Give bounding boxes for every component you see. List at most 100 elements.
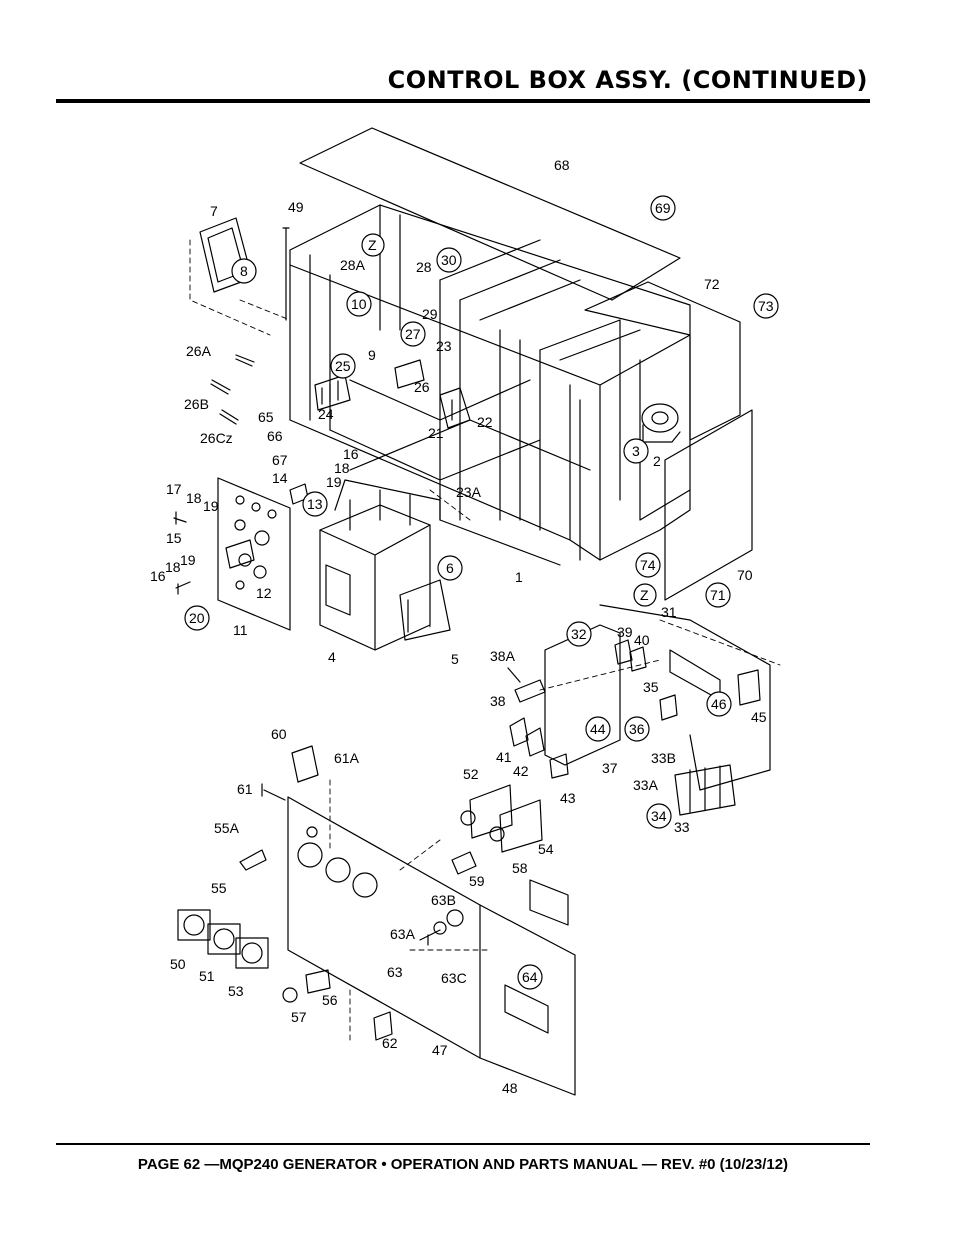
callout-16-left: 16 (150, 568, 166, 584)
panel-11 (217, 477, 291, 631)
svg-text:6: 6 (446, 560, 454, 576)
callout-40: 40 (634, 632, 650, 648)
terminal-block-24 (314, 374, 351, 411)
switch-40 (629, 646, 647, 672)
svg-text:15: 15 (166, 530, 182, 546)
callout-z: Z (361, 233, 385, 257)
bolt-16 (175, 581, 191, 595)
callout-3: 3 (623, 438, 649, 464)
svg-text:23: 23 (436, 338, 452, 354)
svg-text:17: 17 (166, 481, 182, 497)
svg-text:35: 35 (643, 679, 659, 695)
callout-33a: 33A (633, 777, 659, 793)
svg-text:44: 44 (590, 721, 606, 737)
page-title: CONTROL BOX ASSY. (CONTINUED) (387, 66, 868, 94)
plug-55 (239, 849, 267, 871)
callout-1: 1 (515, 569, 523, 585)
side-panel-70 (664, 409, 753, 601)
svg-text:64: 64 (522, 969, 538, 985)
terminal-block-26 (394, 359, 425, 389)
svg-text:45: 45 (751, 709, 767, 725)
svg-text:68: 68 (554, 157, 570, 173)
callout-26a: 26A (186, 343, 212, 359)
meter-51 (207, 923, 241, 955)
relay-21 (439, 387, 471, 429)
page-footer: PAGE 62 —MQP240 GENERATOR • OPERATION AN… (137, 1156, 789, 1173)
callout-19-top: 19 (326, 474, 342, 490)
callout-26b: 26B (184, 396, 209, 412)
svg-text:69: 69 (655, 200, 671, 216)
front-panel-47 (287, 796, 481, 1059)
svg-text:71: 71 (710, 587, 726, 603)
callout-49: 49 (288, 199, 304, 215)
svg-text:47: 47 (432, 1042, 448, 1058)
rod-49 (282, 227, 290, 321)
callout-8: 8 (231, 258, 257, 284)
bracket-5 (399, 579, 451, 641)
callout-33: 33 (674, 819, 690, 835)
washer-63b (433, 921, 447, 935)
svg-text:28A: 28A (340, 257, 366, 273)
switch-42 (525, 727, 545, 757)
callout-60: 60 (271, 726, 287, 742)
svg-text:50: 50 (170, 956, 186, 972)
svg-text:41: 41 (496, 749, 512, 765)
svg-text:33B: 33B (651, 750, 676, 766)
svg-text:7: 7 (210, 203, 218, 219)
pot-56 (305, 969, 331, 994)
svg-text:74: 74 (640, 557, 656, 573)
fuse-26b (210, 379, 231, 395)
callout-38: 38 (490, 693, 506, 709)
callout-53: 53 (228, 983, 244, 999)
bolt-17 (173, 511, 187, 525)
callout-7: 7 (210, 203, 218, 219)
svg-text:9: 9 (368, 347, 376, 363)
svg-text:65: 65 (258, 409, 274, 425)
svg-text:Z: Z (640, 587, 649, 603)
knob-60 (291, 745, 319, 783)
callout-25: 25 (330, 353, 356, 379)
callout-5: 5 (451, 651, 459, 667)
callout-62: 62 (382, 1035, 398, 1051)
callout-29: 29 (422, 306, 438, 322)
callout-10: 10 (346, 291, 372, 317)
svg-text:70: 70 (737, 567, 753, 583)
callout-50: 50 (170, 956, 186, 972)
footer-rule (56, 1143, 870, 1145)
callout-38a: 38A (490, 648, 516, 664)
panel-48 (479, 904, 576, 1096)
callout-68: 68 (554, 157, 570, 173)
svg-text:63: 63 (387, 964, 403, 980)
svg-text:14: 14 (272, 470, 288, 486)
callout-22: 22 (477, 414, 493, 430)
svg-text:28: 28 (416, 259, 432, 275)
svg-text:26: 26 (414, 379, 430, 395)
svg-text:19: 19 (326, 474, 342, 490)
svg-text:18: 18 (165, 559, 181, 575)
svg-text:1: 1 (515, 569, 523, 585)
callout-6: 6 (437, 555, 463, 581)
fuse-26cz (219, 409, 239, 425)
main-frame-1 (289, 204, 691, 566)
callout-12: 12 (256, 585, 272, 601)
callout-20: 20 (184, 605, 210, 631)
callout-46: 46 (706, 691, 732, 717)
contactor-33 (674, 764, 736, 816)
svg-text:62: 62 (382, 1035, 398, 1051)
switch-52 (460, 784, 513, 839)
svg-text:8: 8 (240, 263, 248, 279)
callout-16-top: 16 (343, 446, 359, 462)
svg-text:61A: 61A (334, 750, 360, 766)
svg-text:11: 11 (233, 622, 248, 638)
svg-text:34: 34 (651, 808, 667, 824)
svg-text:49: 49 (288, 199, 304, 215)
svg-text:20: 20 (189, 610, 205, 626)
svg-text:67: 67 (272, 452, 288, 468)
module-58 (529, 879, 569, 926)
callout-4: 4 (328, 649, 336, 665)
callout-35: 35 (643, 679, 659, 695)
meter-53 (235, 937, 269, 969)
svg-text:63A: 63A (390, 926, 416, 942)
svg-text:24: 24 (318, 406, 334, 422)
meter-50 (177, 909, 211, 941)
